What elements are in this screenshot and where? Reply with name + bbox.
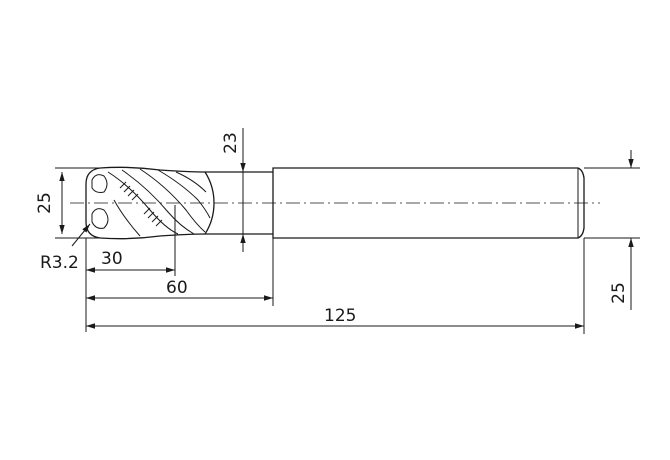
helix-4: [157, 169, 211, 219]
neck-length-label: 60: [166, 278, 188, 298]
dim-shank-diameter: 25: [584, 150, 640, 310]
helix-6: [175, 171, 207, 193]
overall-length-label: 125: [324, 306, 356, 326]
dim-flute-length: 30: [85, 205, 176, 332]
tool-body: [85, 166, 585, 240]
flute-lobe-top: [91, 174, 108, 193]
dim-cutting-diameter: 25: [35, 167, 100, 239]
flute-lobe-bottom: [91, 208, 109, 229]
flute-top-edge: [99, 166, 206, 173]
dim-neck-diameter: 23: [221, 128, 246, 252]
flute-end-curve: [204, 171, 215, 235]
helix-1: [107, 171, 179, 235]
neck-diameter-label: 23: [221, 132, 241, 154]
shank-diameter-label: 25: [609, 282, 629, 304]
dim-neck-length: 60: [86, 238, 274, 306]
cutting-end: [85, 167, 101, 239]
cutting-diameter-label: 25: [35, 192, 55, 214]
helix-2: [121, 169, 195, 235]
helix-3: [139, 168, 206, 233]
flute-length-label: 30: [101, 249, 123, 269]
dim-corner-radius: R3.2: [40, 223, 91, 273]
flute-hatching: [119, 181, 163, 227]
flute-bottom-edge: [99, 233, 206, 240]
helix-5: [113, 199, 141, 237]
shank: [272, 167, 585, 239]
neck: [205, 171, 273, 235]
corner-radius-label: R3.2: [40, 253, 79, 273]
dim-overall-length: 125: [86, 238, 585, 334]
